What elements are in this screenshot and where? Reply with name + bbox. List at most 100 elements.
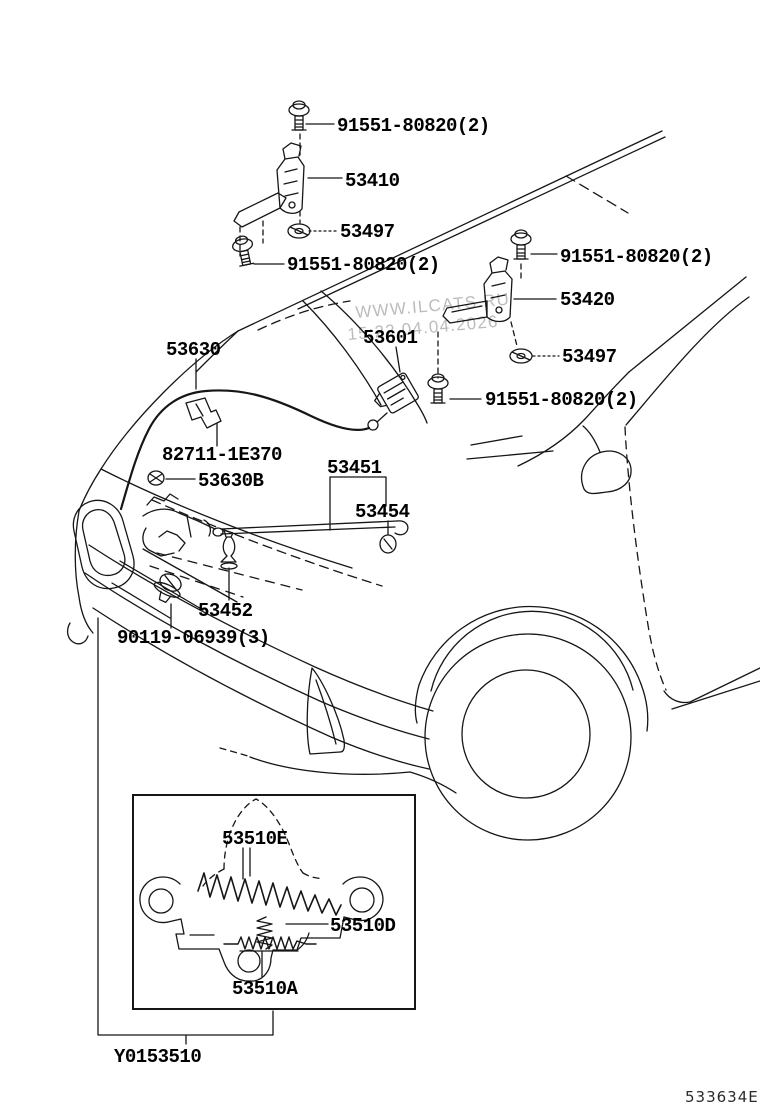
- line-art-stroke: [437, 263, 522, 379]
- line-art-stroke: [195, 403, 204, 417]
- line-art-stroke: [671, 680, 760, 710]
- line-art-stroke: [509, 348, 533, 364]
- line-art-stroke: [517, 371, 630, 467]
- line-art-stroke: [294, 227, 304, 235]
- line-art-stroke: [156, 552, 303, 591]
- part-label-53510E: 53510E: [222, 828, 288, 850]
- line-art-stroke: [249, 756, 411, 775]
- line-art-stroke: [81, 508, 126, 577]
- hinge-53410-drawing: [230, 100, 311, 268]
- actuator-53601-drawing: [374, 372, 419, 414]
- line-art-stroke: [329, 476, 387, 531]
- inset-box: [132, 794, 416, 1010]
- line-art-stroke: [418, 605, 642, 686]
- hood-support-rod-drawing: [149, 520, 409, 604]
- line-art-stroke: [66, 622, 89, 645]
- line-art-stroke: [495, 306, 503, 314]
- bolt-91551-left-part: [230, 233, 258, 268]
- line-art-stroke: [233, 192, 287, 228]
- line-art-stroke: [320, 290, 428, 424]
- bolt-91551-top-part: [288, 100, 310, 131]
- line-art-stroke: [580, 450, 632, 495]
- part-label-53452: 53452: [198, 600, 253, 622]
- part-label-53420: 53420: [560, 289, 615, 311]
- line-art-stroke: [374, 392, 388, 408]
- line-art-stroke: [640, 683, 649, 732]
- line-art-stroke: [158, 530, 186, 552]
- lock-spring-53510E-part: [197, 872, 342, 916]
- line-art-stroke: [483, 270, 513, 323]
- part-label-bolt-right-bottom: 91551-80820(2): [485, 389, 638, 411]
- part-label-53497-right: 53497: [562, 346, 617, 368]
- part-label-90119-06939: 90119-06939(3): [117, 627, 270, 649]
- line-art-stroke: [489, 256, 509, 274]
- line-art-stroke: [142, 548, 238, 603]
- line-art-stroke: [220, 520, 398, 535]
- part-label-82711-1E370: 82711-1E370: [162, 444, 282, 466]
- line-art-stroke: [186, 515, 192, 538]
- line-art-stroke: [565, 175, 629, 214]
- line-art-stroke: [461, 669, 591, 799]
- part-label-Y0153510: Y0153510: [114, 1046, 201, 1068]
- line-art-stroke: [212, 527, 224, 537]
- line-art-stroke: [92, 607, 430, 770]
- part-label-53630: 53630: [166, 339, 221, 361]
- part-label-53451: 53451: [327, 457, 382, 479]
- line-art-stroke: [239, 133, 301, 257]
- diagram-code: 533634E: [685, 1088, 759, 1106]
- line-art-stroke: [223, 529, 234, 538]
- line-art-stroke: [377, 372, 419, 414]
- line-art-stroke: [74, 510, 94, 634]
- line-art-stroke: [195, 330, 239, 373]
- line-art-stroke: [111, 582, 171, 619]
- line-art-stroke: [511, 351, 531, 361]
- line-art-stroke: [349, 887, 375, 913]
- line-art-stroke: [175, 916, 345, 982]
- line-art-stroke: [189, 932, 310, 951]
- line-art-stroke: [625, 296, 750, 426]
- line-art-stroke: [142, 508, 216, 530]
- bolt-91551-right-top-part: [510, 229, 532, 260]
- part-label-53410: 53410: [345, 170, 400, 192]
- line-art-stroke: [442, 300, 488, 324]
- line-art-stroke: [153, 581, 181, 598]
- part-label-53510A: 53510A: [232, 978, 299, 1000]
- line-art-stroke: [139, 876, 182, 924]
- line-art-stroke: [395, 346, 401, 373]
- line-art-stroke: [414, 684, 420, 724]
- line-art-stroke: [220, 536, 237, 563]
- line-art-stroke: [237, 130, 663, 332]
- line-art-stroke: [400, 374, 406, 381]
- washer-53497-right-part: [509, 348, 533, 364]
- rod-clip-53452-part: [220, 529, 238, 570]
- part-label-53630B: 53630B: [198, 470, 264, 492]
- part-label-bolt-top: 91551-80820(2): [337, 115, 490, 137]
- line-art-stroke: [219, 747, 249, 757]
- line-art-stroke: [282, 142, 302, 160]
- line-art-stroke: [237, 949, 261, 973]
- line-art-stroke: [148, 888, 174, 914]
- line-art-stroke: [430, 610, 634, 692]
- washer-53497-left-part: [287, 223, 311, 239]
- line-art-stroke: [276, 156, 305, 215]
- line-art-stroke: [88, 544, 434, 712]
- line-art-stroke: [223, 798, 304, 874]
- line-art-stroke: [466, 450, 554, 460]
- line-art-stroke: [242, 847, 251, 880]
- line-art-stroke: [628, 276, 747, 373]
- cable-clip-53630B-part: [147, 470, 165, 486]
- line-art-stroke: [78, 330, 239, 512]
- line-art-stroke: [147, 470, 165, 486]
- hood-release-cable-drawing: [72, 389, 388, 590]
- line-art-stroke: [288, 201, 296, 209]
- front-bolt-90119-part: [153, 573, 182, 604]
- line-art-stroke: [470, 435, 523, 446]
- line-art-stroke: [289, 226, 309, 236]
- line-art-stroke: [158, 590, 172, 604]
- car-body-outline: [66, 130, 760, 841]
- part-label-53601: 53601: [363, 327, 418, 349]
- line-art-stroke: [202, 868, 225, 887]
- line-art-stroke: [379, 534, 397, 554]
